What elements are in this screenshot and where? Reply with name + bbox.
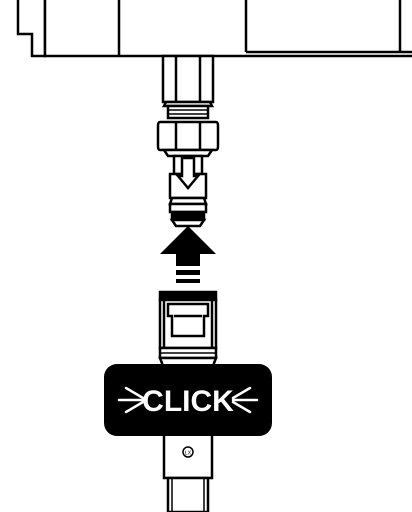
down-arrow-icon [175, 156, 201, 190]
hex-nut [156, 120, 220, 158]
lower-pipe [162, 426, 214, 512]
pipe-marking: LX [185, 451, 192, 457]
male-plug [168, 154, 208, 228]
click-label: CLICK [142, 385, 234, 418]
up-arrow-icon [160, 226, 216, 266]
upper-fitting [161, 54, 215, 120]
click-badge: CLICK [104, 364, 272, 436]
up-arrow-stripe-1 [176, 270, 200, 275]
up-arrow-stripe-2 [176, 279, 200, 283]
appliance-housing [16, 0, 412, 58]
click-burst-icon [117, 386, 259, 414]
female-coupler [158, 290, 218, 368]
